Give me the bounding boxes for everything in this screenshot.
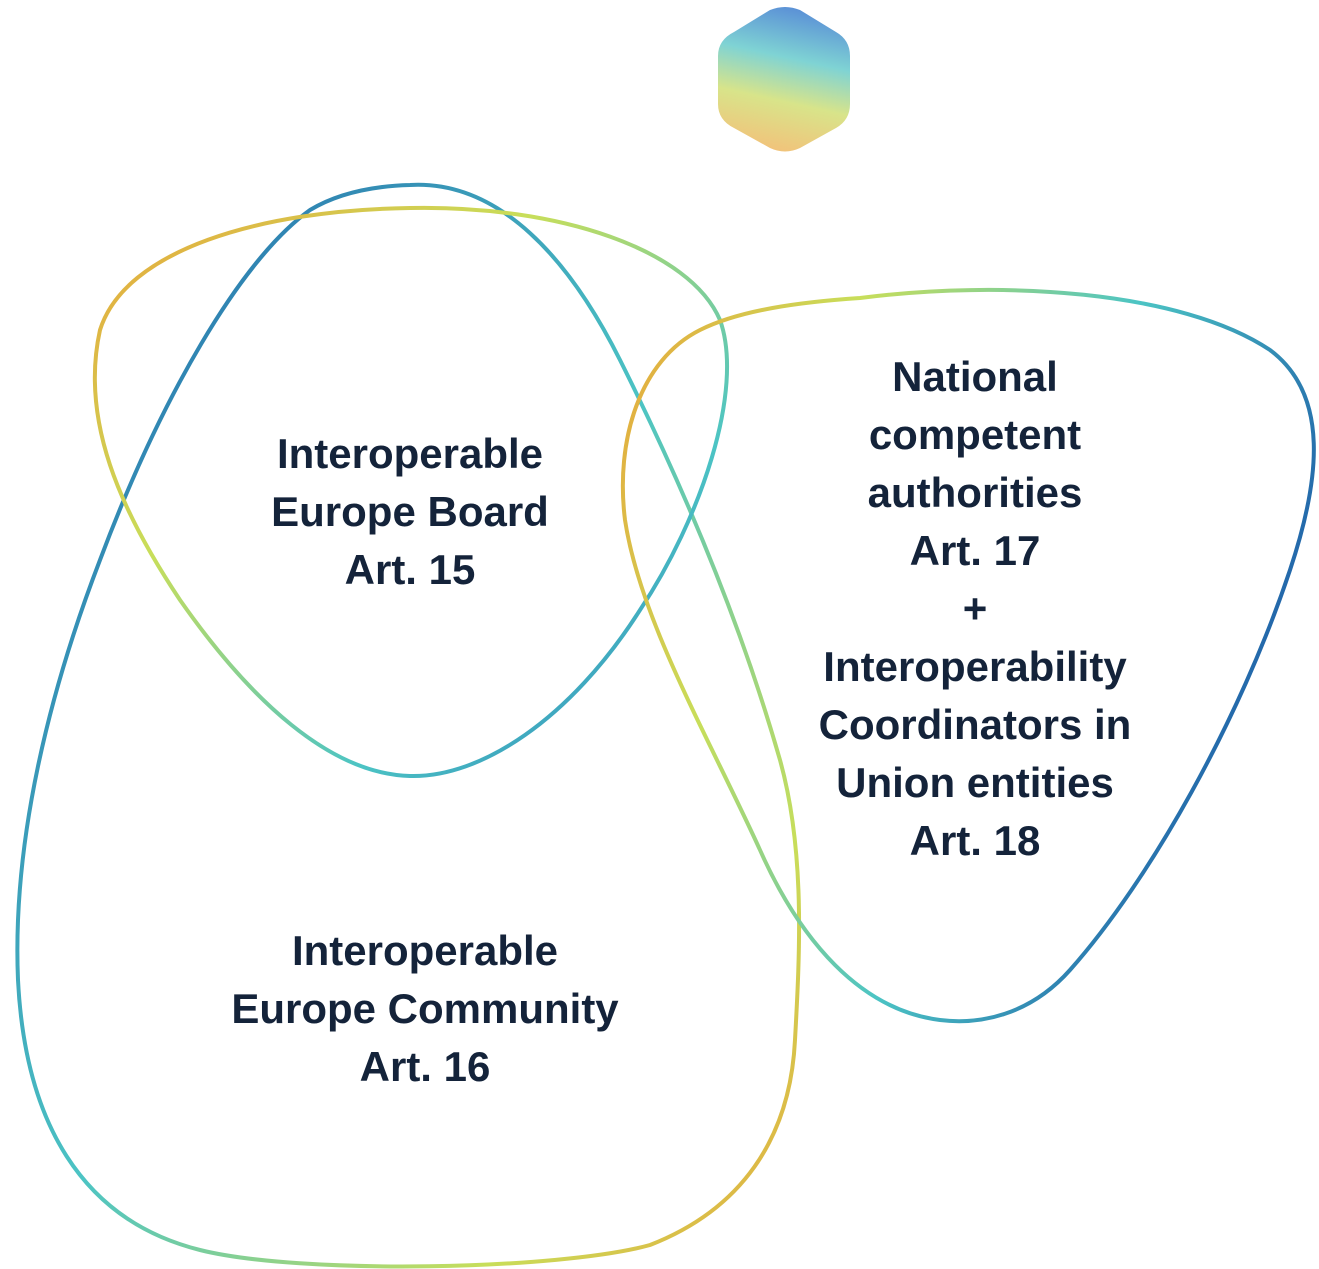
- board-label-line-3: Art. 15: [344, 546, 476, 593]
- national-label-line-4: Art. 17: [909, 527, 1041, 574]
- board-label-line-1: Interoperable: [276, 430, 544, 477]
- national-label-line-8: Union entities: [836, 759, 1114, 806]
- national-label-line-3: authorities: [867, 469, 1083, 516]
- national-label-line-9: Art. 18: [909, 817, 1041, 864]
- community-outline: [15, 182, 802, 1269]
- national-label: National competent authorities Art. 17 +…: [775, 348, 1175, 870]
- board-label: Interoperable Europe Board Art. 15: [210, 425, 610, 599]
- board-outline: [92, 205, 729, 779]
- community-label-line-1: Interoperable: [291, 927, 559, 974]
- national-label-line-6: Interoperability: [823, 643, 1127, 690]
- national-outline: [620, 287, 1316, 1024]
- national-label-line-7: Coordinators in: [818, 701, 1132, 748]
- board-label-line-2: Europe Board: [271, 488, 549, 535]
- national-label-line-2: competent: [868, 411, 1082, 458]
- community-label: Interoperable Europe Community Art. 16: [175, 922, 675, 1096]
- national-label-line-1: National: [892, 353, 1058, 400]
- community-label-line-2: Europe Community: [231, 985, 619, 1032]
- community-label-line-3: Art. 16: [359, 1043, 491, 1090]
- national-label-line-5: +: [962, 585, 988, 632]
- hexagon-gradient-logo-icon: [718, 7, 850, 152]
